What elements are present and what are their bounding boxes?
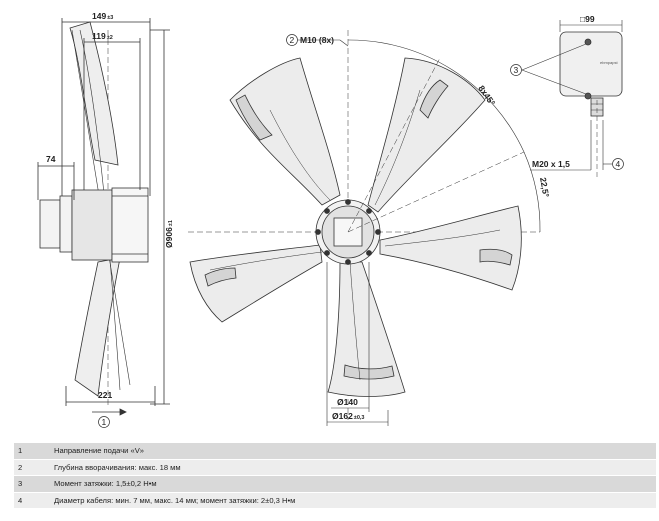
svg-text:ebmpapst: ebmpapst <box>600 60 618 65</box>
svg-text:3: 3 <box>514 65 519 75</box>
note-text: Направление подачи «V» <box>54 446 145 456</box>
terminal-box: ebmpapst <box>521 20 623 180</box>
note-row: 2 Глубина вворачивания: макс. 18 мм <box>14 459 656 476</box>
note-number: 3 <box>18 479 23 489</box>
dim-box-99: □99 <box>580 14 595 24</box>
note-text: Глубина вворачивания: макс. 18 мм <box>54 462 181 472</box>
dim-149: 149±3 <box>92 11 113 21</box>
svg-text:2: 2 <box>290 35 295 45</box>
svg-text:1: 1 <box>102 417 107 427</box>
note-text: Диаметр кабеля: мин. 7 мм, макс. 14 мм; … <box>54 495 296 505</box>
note-number: 4 <box>18 495 23 505</box>
note-row: 4 Диаметр кабеля: мин. 7 мм, макс. 14 мм… <box>14 492 656 509</box>
dim-140: Ø140 <box>337 397 358 407</box>
front-view <box>188 30 541 426</box>
callout-1: 1 <box>98 416 110 428</box>
note-number: 2 <box>18 462 23 472</box>
note-number: 1 <box>18 446 23 456</box>
callout-4: 4 <box>612 158 624 170</box>
dim-221: 221 <box>98 390 112 400</box>
technical-drawing: 149±3 119±2 74 Ø906±1 221 1 <box>37 11 624 428</box>
dim-162: Ø162±0,3 <box>332 411 364 421</box>
note-text: Момент затяжки: 1,5±0,2 Н•м <box>54 479 157 489</box>
callout-3: 3 <box>510 64 522 76</box>
dim-119: 119±2 <box>92 31 113 41</box>
dim-906: Ø906±1 <box>164 220 174 248</box>
svg-text:4: 4 <box>616 159 621 169</box>
note-row: 1 Направление подачи «V» <box>14 443 656 460</box>
side-view <box>37 18 170 416</box>
callout-2: 2 <box>286 34 298 46</box>
dim-74: 74 <box>46 154 56 164</box>
note-row: 3 Момент затяжки: 1,5±0,2 Н•м <box>14 476 656 493</box>
dim-m20: M20 x 1,5 <box>532 159 570 169</box>
notes-table: 1 Направление подачи «V» 2 Глубина ввора… <box>14 443 656 509</box>
dim-22-5: 22,5° <box>538 177 551 199</box>
dim-m10: M10 (8x) <box>300 35 334 45</box>
